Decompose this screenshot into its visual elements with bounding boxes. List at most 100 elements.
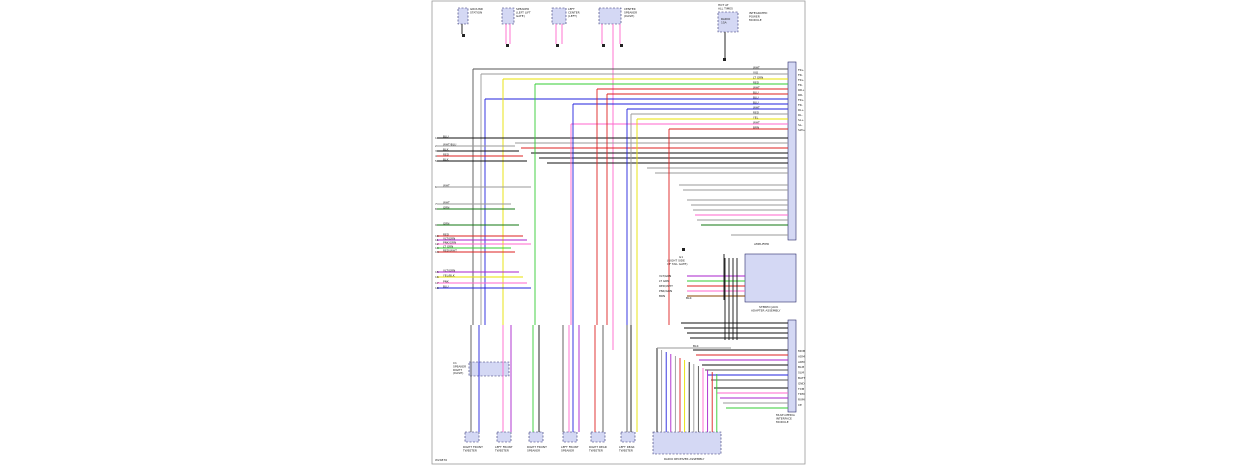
amp-wire-label: WHT [753, 66, 760, 70]
amp-pin-label: RL- [798, 113, 803, 117]
left-pin-number: 16 [435, 275, 439, 279]
left-pin-number: 13 [435, 246, 439, 250]
speaker-label: LEFT FRONT [495, 445, 513, 449]
left-pin-number: 3 [435, 149, 437, 153]
speaker-box [464, 431, 480, 443]
speaker-label: TWEETER [494, 448, 509, 452]
left-wire-label: BLU [443, 284, 449, 288]
speaker-box [562, 431, 578, 443]
amp-wire-label: WHT [753, 86, 760, 90]
rear-pin-label: TXM [797, 387, 805, 391]
amp-pin-label: RR+ [798, 88, 805, 92]
amplifier-component: AMPLIFIER [754, 61, 797, 246]
amp-pin-label: FR- [798, 83, 803, 87]
amp-pin-label: FR- [798, 73, 803, 77]
radio-receiver-label: RADIO RECEIVER ASSEMBLY [664, 457, 705, 461]
left-wire-label: VLT/GRN [443, 236, 455, 240]
left-pin-number: 11 [435, 238, 439, 242]
left-wire-label: RED [443, 152, 450, 156]
speaker-box [620, 431, 636, 443]
speaker-box [590, 431, 606, 443]
jack-wire-label: BRN [659, 294, 665, 298]
jack-wire-label: RED/WHT [659, 284, 673, 288]
radio-receiver-component: RADIO RECEIVER ASSEMBLY [652, 431, 722, 461]
speaker-label: SPEAKER [561, 448, 574, 452]
wires [437, 24, 788, 432]
jack-wire-label: PNK/GRN [659, 289, 672, 293]
left-pin-number: 7 [435, 202, 437, 206]
speaker-label: TWEETER [618, 448, 633, 452]
speaker-label: LEFT FRONT [561, 445, 579, 449]
left-wire-label: LT GRN [443, 244, 453, 248]
left-wire-label: GRN [443, 221, 449, 225]
rear-pin-label: ADM [798, 354, 805, 358]
left-pin-number: 18 [435, 286, 439, 290]
amplifier-label: AMPLIFIER [754, 242, 769, 246]
amp-pin-label: RR- [798, 93, 803, 97]
left-wire-label: BLK [443, 157, 449, 161]
speaker-label: RIGHT FRONT [527, 445, 547, 449]
jack-wire-label: LT GRN [659, 279, 669, 283]
diagram-border [431, 0, 806, 465]
left-wire-label: VLT/GRN [443, 268, 455, 272]
left-pin-number: 9 [435, 223, 437, 227]
amp-pin-label: FR+ [798, 98, 805, 102]
rear-pin-label: MDM [798, 349, 806, 353]
left-wire-label: BLK [443, 147, 449, 151]
left-pin-number: 6 [435, 185, 437, 189]
left-pin-number: 4 [435, 154, 437, 158]
rear-pin-label: BLM [798, 365, 805, 369]
left-pin-number: 1 [435, 136, 437, 140]
left-wire-label: RED/WHT [443, 248, 457, 252]
receiver-top-label: BLK [693, 344, 699, 348]
left-wire-label: WHT/BLU [443, 142, 456, 146]
rear-pin-label: BATT [798, 376, 805, 380]
left-pin-number: 8 [435, 207, 437, 211]
amp-wire-label: BLU [753, 96, 759, 100]
speaker-box [496, 431, 512, 443]
left-pin-number: 17 [435, 281, 439, 285]
speaker-label: TWEETER [462, 448, 477, 452]
jack-ground-label: BLK [686, 296, 692, 300]
amp-pin-label: FR+ [798, 68, 805, 72]
left-pin-number: 5 [435, 159, 437, 163]
amp-pin-label: FR- [798, 103, 803, 107]
rear-pin-label: CE [798, 403, 802, 407]
left-pin-number: 15 [435, 270, 439, 274]
amp-wire-label: LT GRN [753, 76, 763, 80]
amp-wire-label: YEL [753, 116, 759, 120]
jack-wire-label: VLT/GRN [659, 274, 671, 278]
rear-pin-label: GND [798, 381, 805, 385]
left-wire-label: PNK [443, 279, 449, 283]
amp-wire-label: RED [753, 111, 760, 115]
amp-pin-label: RL+ [798, 108, 805, 112]
amp-pin-label: SL- [798, 123, 802, 127]
diagram-id: W24876 [435, 458, 447, 462]
left-pin-number: 12 [435, 242, 439, 246]
amp-pin-label: SW+ [798, 128, 806, 132]
speaker-label: RIGHT FRONT [463, 445, 483, 449]
speaker-label: SPEAKER [527, 448, 540, 452]
speaker-label: LEFT REAR [619, 445, 635, 449]
amp-pin-label: FR+ [798, 78, 805, 82]
amp-wire-label: BLU [753, 101, 759, 105]
speaker-label: RIGHT REAR [589, 445, 607, 449]
